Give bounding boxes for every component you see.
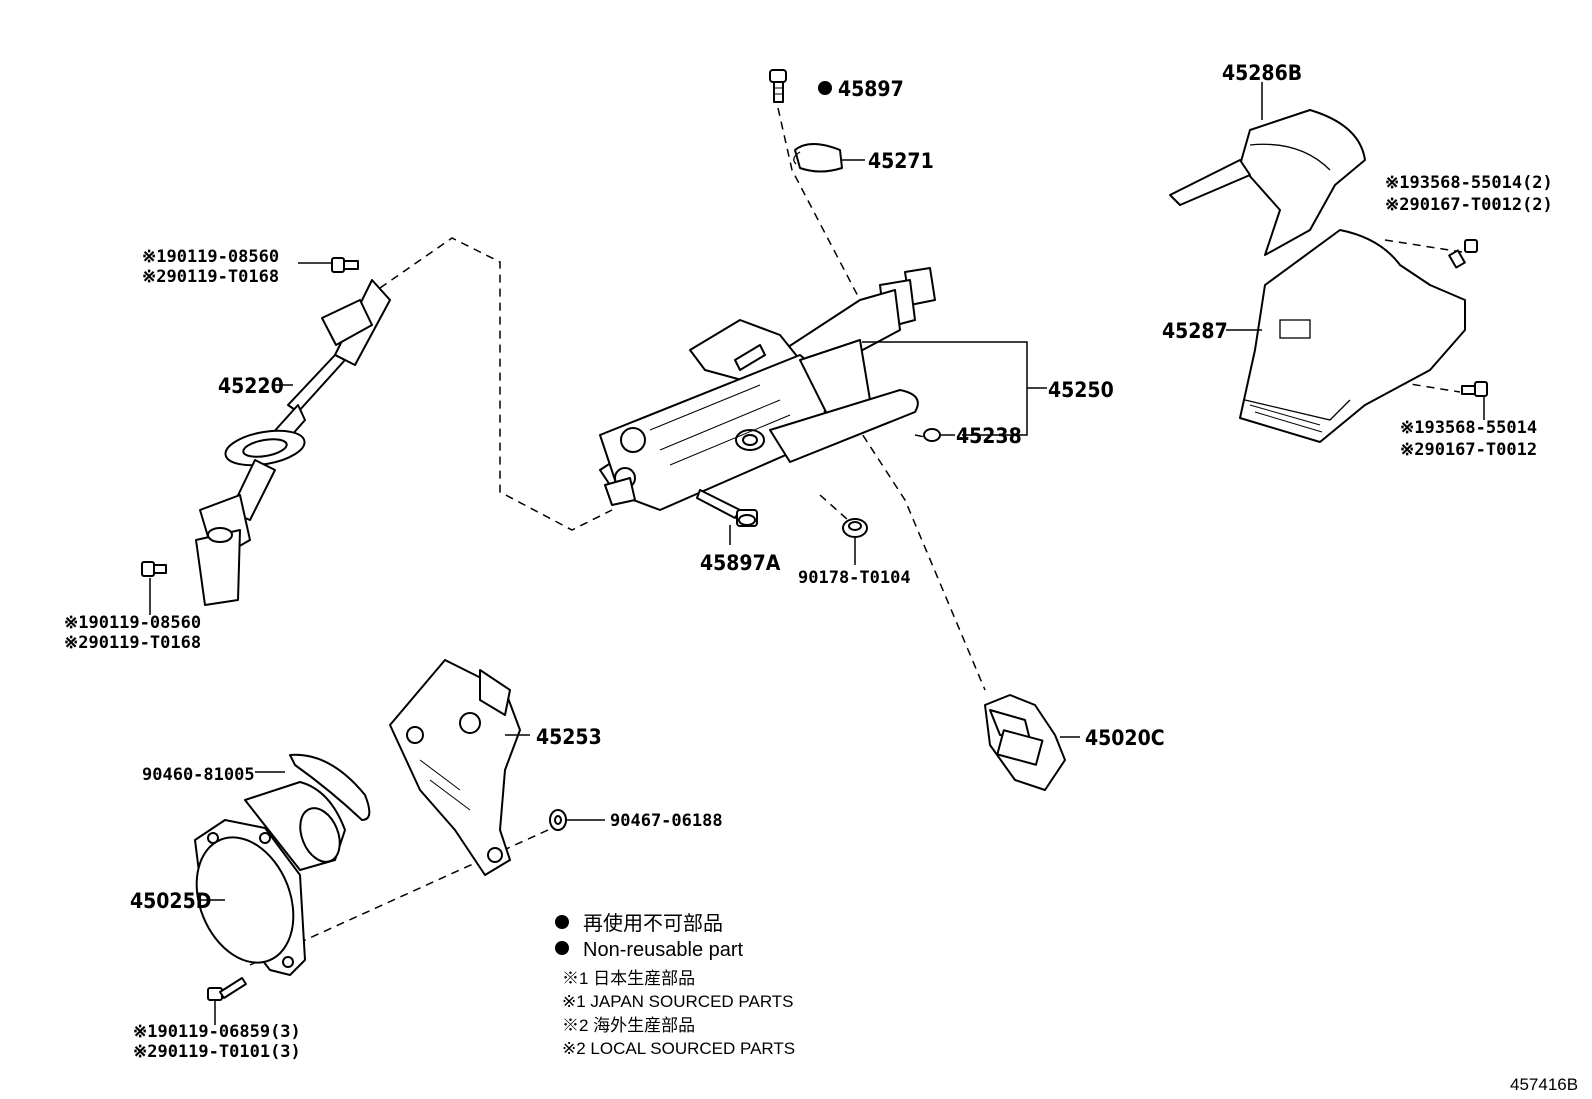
legend-note-1: ※1 日本生産部品 bbox=[562, 969, 695, 988]
non-reusable-dot-icon bbox=[818, 81, 832, 95]
label-45287: 45287 bbox=[1162, 319, 1228, 343]
boot-45025D-drawing bbox=[194, 781, 346, 976]
label-45253: 45253 bbox=[536, 725, 602, 749]
ref-mid-left-1: ※190119-08560 bbox=[64, 613, 201, 633]
upper-cover-45286B-drawing bbox=[1169, 109, 1366, 256]
legend: 再使用不可部品 Non-reusable part ※1 日本生産部品 ※1 J… bbox=[555, 912, 795, 1058]
legend-dot-ja: 再使用不可部品 bbox=[583, 912, 723, 935]
ref-top-right-1: ※193568-55014(2) bbox=[1385, 173, 1553, 193]
ref-top-left-1: ※190119-08560 bbox=[142, 247, 279, 267]
ref-right-1: ※193568-55014 bbox=[1400, 418, 1537, 438]
ref-right-2: ※290167-T0012 bbox=[1400, 440, 1537, 460]
bracket-45253-drawing bbox=[389, 659, 521, 876]
label-45271: 45271 bbox=[868, 149, 934, 173]
intermediate-shaft-45220-drawing bbox=[195, 279, 391, 606]
label-45250: 45250 bbox=[1048, 378, 1114, 402]
ring-90460-drawing bbox=[289, 753, 371, 821]
steering-column-45250-drawing bbox=[599, 267, 936, 511]
screw-top-left-drawing bbox=[331, 257, 359, 273]
bolt-45897-drawing bbox=[769, 69, 787, 103]
label-45897: 45897 bbox=[838, 77, 904, 101]
label-90178: 90178-T0104 bbox=[798, 568, 911, 588]
screw-top-right-drawing bbox=[1448, 239, 1478, 269]
legend-note-4: ※2 LOCAL SOURCED PARTS bbox=[562, 1039, 795, 1058]
washer-90467-drawing bbox=[549, 809, 567, 831]
clip-45271-drawing bbox=[793, 143, 843, 173]
diagram-id: 457416B bbox=[1510, 1075, 1578, 1094]
bolt-45897A-drawing bbox=[696, 489, 758, 527]
label-45025D: 45025D bbox=[130, 889, 211, 913]
screw-right-drawing bbox=[1461, 381, 1488, 397]
legend-note-3: ※2 海外生産部品 bbox=[562, 1016, 695, 1035]
legend-dot-icon bbox=[555, 915, 569, 929]
label-45220: 45220 bbox=[218, 374, 284, 398]
label-45238: 45238 bbox=[956, 424, 1022, 448]
ref-bottom-left-2: ※290119-T0101(3) bbox=[133, 1042, 301, 1062]
label-90460: 90460-81005 bbox=[142, 765, 255, 785]
lower-cover-45287-drawing bbox=[1239, 229, 1466, 443]
label-45897A: 45897A bbox=[700, 551, 781, 575]
bolt-bottom-left-drawing bbox=[207, 977, 247, 1001]
ref-bottom-left-1: ※190119-06859(3) bbox=[133, 1022, 301, 1042]
part-45238-drawing bbox=[923, 428, 941, 442]
legend-note-2: ※1 JAPAN SOURCED PARTS bbox=[562, 992, 794, 1011]
grommet-90178-drawing bbox=[842, 518, 868, 538]
label-45020C: 45020C bbox=[1085, 726, 1165, 750]
label-45286B: 45286B bbox=[1222, 61, 1302, 85]
lock-45020C-drawing bbox=[984, 694, 1066, 791]
ref-top-right-2: ※290167-T0012(2) bbox=[1385, 195, 1553, 215]
label-90467: 90467-06188 bbox=[610, 811, 723, 831]
ref-top-left-2: ※290119-T0168 bbox=[142, 267, 279, 287]
legend-dot-en: Non-reusable part bbox=[583, 939, 744, 961]
screw-mid-left-drawing bbox=[141, 561, 167, 577]
legend-dot-icon bbox=[555, 941, 569, 955]
ref-mid-left-2: ※290119-T0168 bbox=[64, 633, 201, 653]
